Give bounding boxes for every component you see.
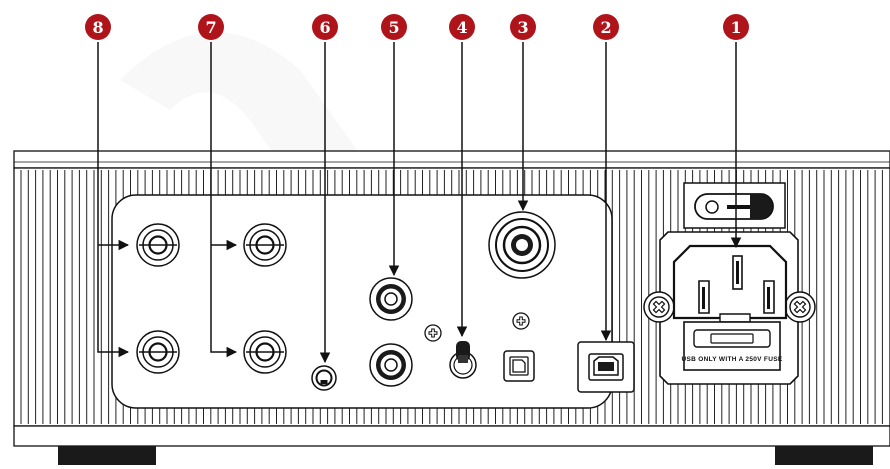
speaker-terminal-left-top[interactable] bbox=[136, 223, 180, 267]
usb-b-port[interactable] bbox=[577, 341, 635, 393]
screw-icon bbox=[789, 296, 811, 318]
chassis-bottom-lip bbox=[13, 425, 890, 447]
callout-badge-3: 3 bbox=[510, 14, 536, 40]
fuse-warning-label: USB ONLY WITH A 250V FUSE bbox=[682, 356, 783, 363]
svg-text:6: 6 bbox=[319, 18, 330, 37]
screw-icon bbox=[512, 312, 530, 330]
power-switch[interactable] bbox=[683, 182, 786, 229]
fuse-holder[interactable]: USB ONLY WITH A 250V FUSE bbox=[682, 321, 783, 371]
svg-text:7: 7 bbox=[205, 18, 216, 37]
callout-badge-2: 2 bbox=[593, 14, 619, 40]
optical-input[interactable] bbox=[503, 350, 535, 382]
callout-leaders bbox=[97, 42, 742, 364]
callout-badge-4: 4 bbox=[449, 14, 475, 40]
callout-badge-8: 8 bbox=[85, 14, 111, 40]
rca-input-bottom[interactable] bbox=[369, 343, 413, 387]
right-foot bbox=[775, 446, 873, 465]
svg-text:3: 3 bbox=[517, 18, 528, 37]
ground-post[interactable] bbox=[449, 341, 477, 379]
svg-text:8: 8 bbox=[92, 18, 103, 37]
leader-8 bbox=[97, 42, 130, 358]
rca-input-top[interactable] bbox=[369, 277, 413, 321]
callout-badge-6: 6 bbox=[312, 14, 338, 40]
coaxial-input[interactable] bbox=[488, 211, 556, 279]
svg-text:2: 2 bbox=[600, 18, 611, 37]
left-foot bbox=[58, 446, 156, 465]
svg-text:5: 5 bbox=[388, 18, 399, 37]
chassis-top-lip bbox=[13, 150, 890, 169]
callout-badge-7: 7 bbox=[198, 14, 224, 40]
headphone-jack[interactable] bbox=[311, 365, 337, 391]
screw-icon bbox=[424, 324, 442, 342]
leader-7 bbox=[210, 42, 238, 358]
svg-text:4: 4 bbox=[456, 18, 467, 37]
svg-text:1: 1 bbox=[730, 18, 741, 37]
speaker-terminal-right-bottom[interactable] bbox=[243, 330, 287, 374]
callout-badge-1: 1 bbox=[723, 14, 749, 40]
speaker-terminal-left-bottom[interactable] bbox=[136, 330, 180, 374]
screw-icon bbox=[648, 296, 670, 318]
speaker-terminal-right-top[interactable] bbox=[243, 223, 287, 267]
callout-badge-5: 5 bbox=[381, 14, 407, 40]
iec-socket[interactable] bbox=[672, 244, 788, 323]
